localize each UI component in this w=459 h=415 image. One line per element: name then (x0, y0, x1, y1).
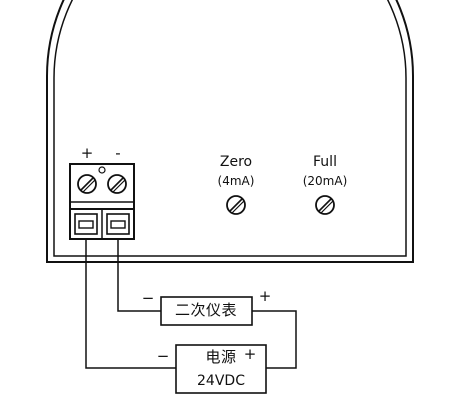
full-adjust-screw-icon[interactable] (315, 195, 335, 215)
power-minus-label: − (156, 347, 170, 365)
power-box (175, 344, 267, 394)
wire-instrument-to-power (252, 310, 297, 369)
instrument-label: 二次仪表 (174, 301, 238, 319)
power-plus-label: + (243, 345, 257, 363)
wire-power-to-plus (85, 239, 176, 369)
power-label-line2: 24VDC (197, 373, 245, 389)
zero-adjust-screw-icon[interactable] (226, 195, 246, 215)
terminal-clamp-minus (106, 213, 130, 235)
terminal-screw-plus (77, 174, 97, 194)
full-sublabel: (20mA) (302, 174, 348, 188)
terminal-screw-minus (107, 174, 127, 194)
terminal-block (69, 163, 135, 240)
instrument-minus-label: − (141, 289, 155, 307)
terminal-clamp-plus (74, 213, 98, 235)
terminal-minus-label: - (115, 144, 121, 162)
wire-minus-to-instrument (117, 239, 161, 312)
instrument-box (160, 296, 253, 326)
power-label-line1: 电源 (205, 348, 237, 366)
zero-sublabel: (4mA) (217, 174, 255, 188)
housing-inner (53, 0, 407, 257)
full-label: Full (313, 154, 337, 170)
housing-outer (46, 0, 414, 263)
instrument-plus-label: + (258, 287, 272, 305)
wires (85, 239, 297, 369)
terminal-plus-label: + (80, 144, 94, 162)
zero-label: Zero (219, 154, 253, 170)
